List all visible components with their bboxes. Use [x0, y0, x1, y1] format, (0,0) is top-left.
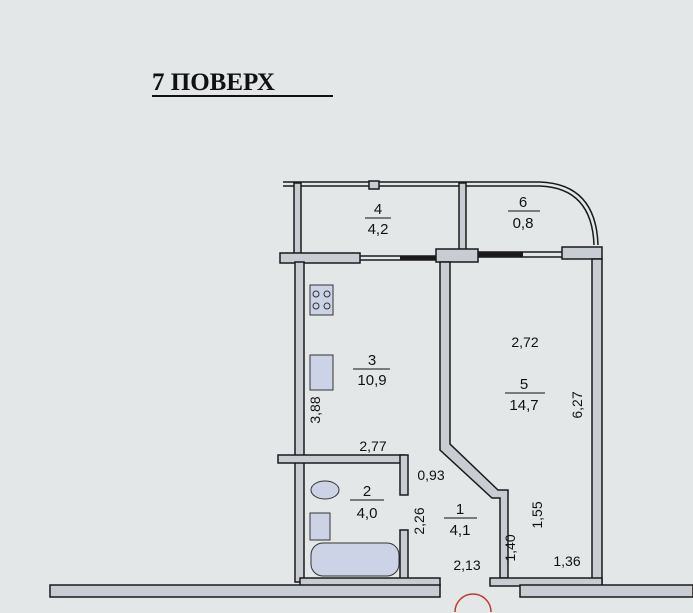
- balcony: [283, 180, 599, 256]
- svg-text:4: 4: [374, 201, 382, 218]
- walls: [49, 246, 693, 598]
- toilet-icon: [310, 480, 340, 500]
- svg-text:0,8: 0,8: [513, 215, 534, 232]
- svg-text:10,9: 10,9: [357, 372, 386, 389]
- svg-text:4,0: 4,0: [357, 505, 378, 522]
- dim-room5-height: 6,27: [569, 391, 585, 418]
- svg-text:14,7: 14,7: [509, 397, 538, 414]
- dim-corridor-top: 0,93: [417, 467, 444, 483]
- stove-icon: [309, 284, 334, 316]
- dim-bath-height: 2,26: [411, 507, 427, 534]
- dim-room5-bottom: 1,36: [553, 553, 580, 569]
- dim-corridor-side: 1,40: [502, 534, 518, 561]
- bathtub-icon: [310, 542, 400, 577]
- dim-kitchen-height: 3,88: [307, 396, 323, 423]
- svg-text:6: 6: [519, 194, 527, 211]
- room-4: 4 4,2: [365, 201, 391, 238]
- dim-room5-side: 1,55: [529, 501, 545, 528]
- svg-text:5: 5: [520, 376, 528, 393]
- dim-kitchen-width: 2,77: [359, 438, 386, 454]
- svg-text:1: 1: [456, 501, 464, 518]
- svg-text:2: 2: [363, 483, 371, 500]
- svg-text:3: 3: [368, 352, 376, 369]
- room-1-corridor: 1 4,1: [444, 501, 477, 539]
- floor-title: 7 ПОВЕРХ: [152, 69, 275, 96]
- entrance-door-icon: [454, 593, 492, 613]
- room-6: 6 0,8: [508, 194, 540, 232]
- washbasin-icon: [309, 512, 331, 541]
- dim-room5-width: 2,72: [511, 334, 538, 350]
- sink-icon: [309, 354, 334, 391]
- dim-corridor-bottom: 2,13: [453, 557, 480, 573]
- room-5: 5 14,7: [505, 376, 545, 414]
- room-2-bathroom: 2 4,0: [350, 483, 384, 522]
- room-3-kitchen: 3 10,9: [353, 352, 390, 389]
- svg-text:4,2: 4,2: [368, 221, 389, 238]
- svg-text:4,1: 4,1: [450, 522, 471, 539]
